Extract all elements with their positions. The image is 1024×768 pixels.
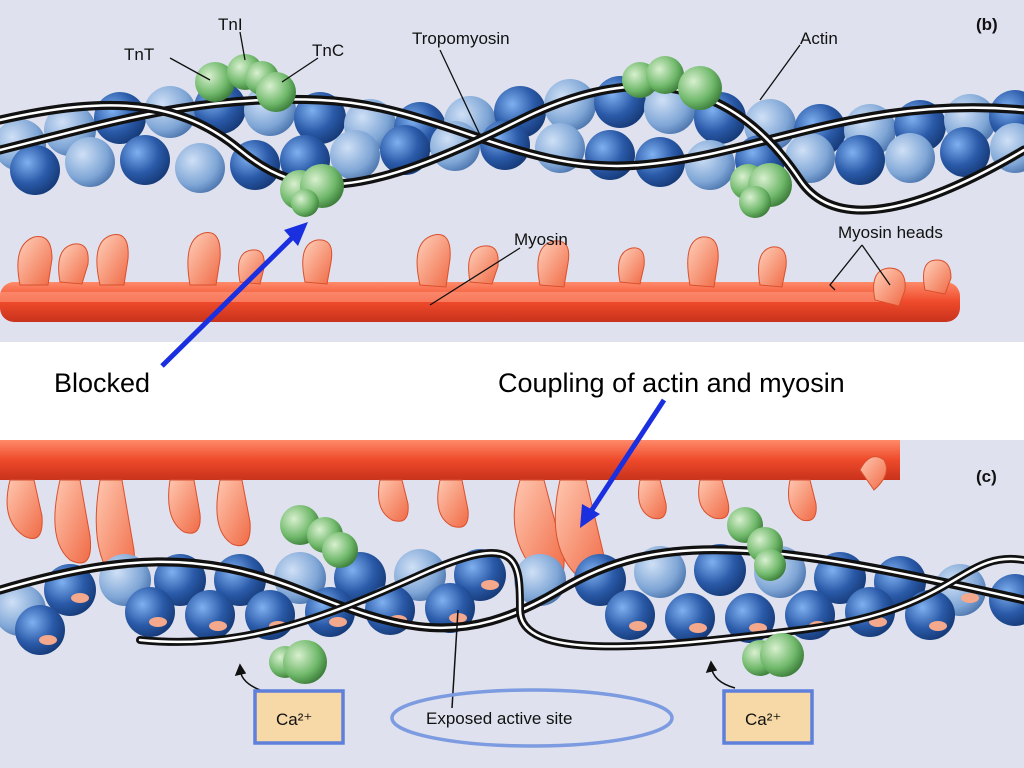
- caption-coupling: Coupling of actin and myosin: [498, 368, 845, 398]
- tropomyosin-strands-b: [0, 81, 1024, 215]
- troponin-complex-top-right: [622, 56, 722, 110]
- myosin-filament-c: [0, 440, 900, 585]
- troponin-complex-blocking: [280, 164, 344, 217]
- troponin-complex-top-left: [195, 54, 296, 112]
- panel-b-blocked-state: TnI TnT TnC Tropomyosin Actin Myosin Myo…: [0, 0, 1024, 342]
- troponin-complex-bottom-right: [730, 163, 792, 218]
- panel-c-letter: (c): [976, 467, 997, 486]
- myosin-filament: [0, 232, 960, 322]
- leader-lines-b: [169, 31, 891, 306]
- caption-blocked: Blocked: [54, 368, 151, 398]
- label-exposed-active-site: Exposed active site: [426, 709, 572, 728]
- panel-b-illustration: TnI TnT TnC Tropomyosin Actin Myosin Myo…: [0, 15, 1024, 322]
- exposed-active-site-callout: Exposed active site: [390, 688, 674, 748]
- label-actin: Actin: [800, 29, 838, 48]
- actin-filament-b: [0, 76, 1024, 195]
- panel-b-letter: (b): [976, 15, 998, 34]
- troponin-complex-c-bottom-left: [269, 640, 327, 684]
- calcium-box-right: Ca²⁺: [722, 689, 814, 745]
- label-myosin: Myosin: [514, 230, 568, 249]
- calcium-label-left: Ca²⁺: [276, 710, 312, 729]
- label-tnt: TnT: [124, 45, 154, 64]
- calcium-label-right: Ca²⁺: [745, 710, 781, 729]
- label-tropomyosin: Tropomyosin: [412, 29, 510, 48]
- label-tni: TnI: [218, 15, 243, 34]
- label-myosin-heads: Myosin heads: [838, 223, 943, 242]
- label-tnc: TnC: [312, 41, 344, 60]
- troponin-complex-c-top-left: [280, 505, 358, 568]
- troponin-complex-c-top-right: [727, 507, 786, 581]
- calcium-box-left: Ca²⁺: [253, 689, 345, 745]
- panel-c-illustration: Ca²⁺ Ca²⁺ Exposed active site (c): [0, 440, 1024, 748]
- calcium-binding-arrows: [234, 609, 736, 709]
- panel-c-coupling-state: Ca²⁺ Ca²⁺ Exposed active site (c): [0, 440, 1024, 768]
- troponin-complex-c-bottom-right: [742, 633, 804, 677]
